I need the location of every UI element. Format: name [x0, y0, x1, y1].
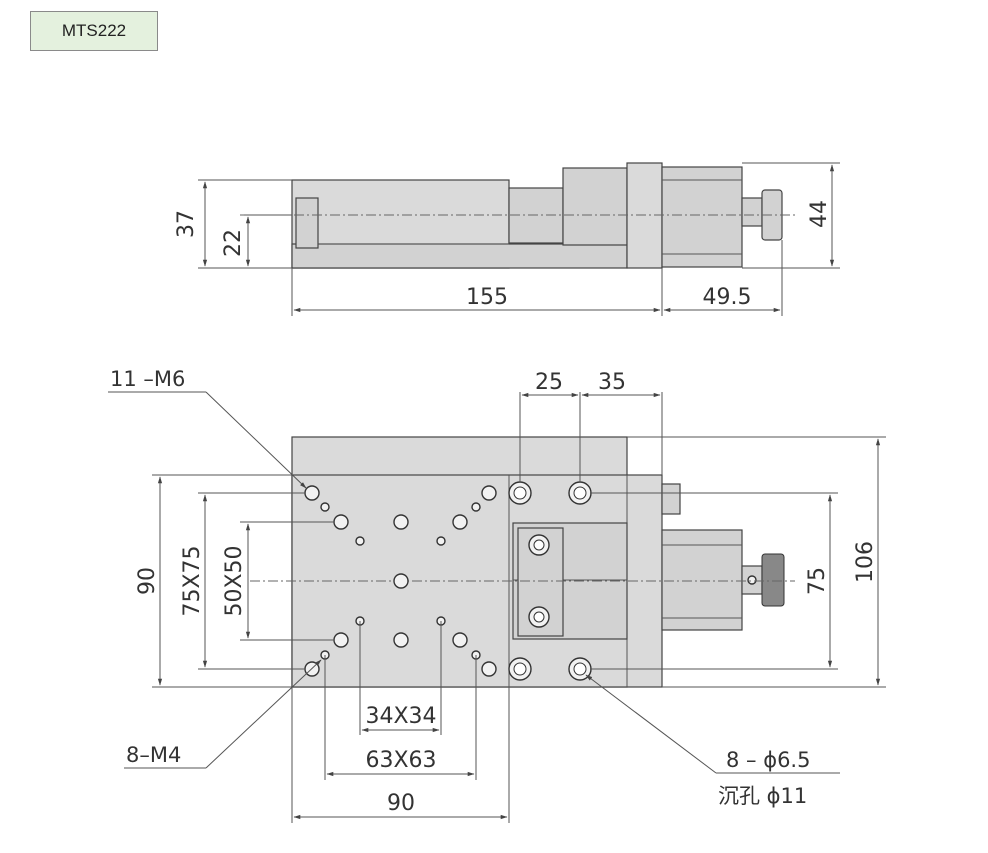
dim-106: 106: [853, 541, 878, 583]
dim-22: 22: [221, 229, 246, 257]
side-shaft: [741, 197, 763, 227]
dim-63x63: 63X63: [365, 748, 436, 773]
m4-holes: [320, 502, 481, 660]
model-tag: MTS222: [30, 11, 158, 51]
counterbore-holes: [508, 481, 592, 681]
top-motor-housing: [661, 529, 743, 631]
top-view: 25 35 90 75X75 50X50 75 106 34X34 63X63: [108, 367, 886, 823]
dim-90-bottom: 90: [387, 791, 415, 816]
dim-25: 25: [535, 370, 563, 395]
side-motor-housing: [661, 166, 743, 268]
dim-37: 37: [174, 210, 199, 238]
callout-counterbore: 8 – ϕ6.5: [726, 748, 810, 772]
dim-49-5: 49.5: [703, 285, 752, 310]
top-limit-switch: [661, 483, 681, 515]
dim-75: 75: [805, 567, 830, 595]
dim-75x75: 75X75: [180, 545, 205, 616]
callout-m6: 11 –M6: [110, 367, 185, 391]
dim-155: 155: [466, 285, 508, 310]
dim-34x34: 34X34: [365, 704, 436, 729]
side-motor-block: [562, 167, 628, 246]
side-base-plate: [291, 243, 628, 269]
side-view: 37 22 44 155 49.5: [174, 162, 840, 316]
callout-m4: 8–M4: [126, 743, 181, 767]
top-knob: [761, 553, 785, 607]
dim-44: 44: [807, 200, 832, 228]
dim-50x50: 50X50: [222, 545, 247, 616]
dim-90-left: 90: [135, 567, 160, 595]
callout-counterbore-depth: 沉孔 ϕ11: [718, 784, 807, 808]
side-stage-end: [295, 197, 319, 249]
dim-35: 35: [598, 370, 626, 395]
